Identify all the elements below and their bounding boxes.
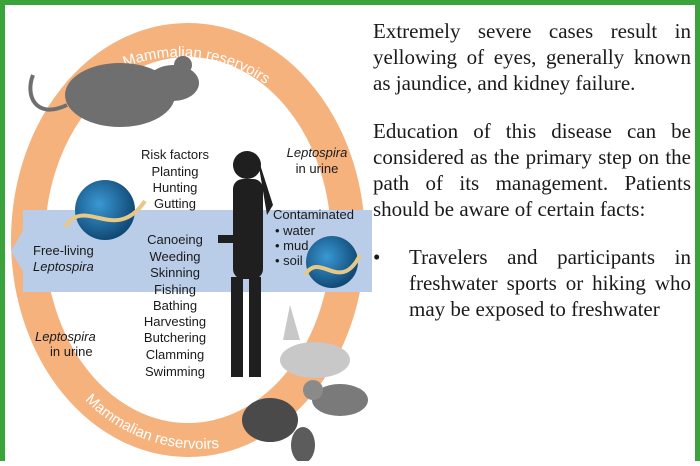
risk-factor-item: Harvesting [144,314,206,329]
paragraph-jaundice: Extremely severe cases result in yellowi… [373,19,691,95]
contaminated-list: Contaminated • water • mud • soil [273,207,354,268]
risk-factor-item: Clamming [146,347,205,362]
risk-factor-item: Canoeing [147,232,203,247]
free-living-2: Leptospira [33,259,94,274]
free-living-1: Free-living [33,243,94,258]
risk-factor-item: Bathing [153,298,197,313]
contaminated-heading: Contaminated [273,207,354,222]
risk-factors-heading: Risk factors [141,147,209,162]
lepto-urine-top-2: in urine [296,161,339,176]
risk-factor-item: Gutting [154,196,196,211]
lepto-urine-left-1: Leptospira [35,329,96,344]
contaminated-item: • mud [275,238,308,253]
bacteria-sphere-right [303,236,362,288]
facts-list: • Travelers and participants in freshwat… [373,244,691,322]
risk-factor-item: Fishing [154,282,196,297]
bacteria-sphere-left [63,180,147,240]
body-text-column: Extremely severe cases result in yellowi… [373,18,691,322]
lepto-urine-left-2: in urine [50,344,93,359]
leptospirosis-cycle-figure: Mammalian reservoirs Mammalian reservoir… [5,5,372,463]
raccoon-silhouette [303,380,368,416]
rat-silhouette [28,56,199,127]
risk-factors-list: Risk factors Planting Hunting Gutting Ca… [141,147,209,379]
bullet-icon: • [373,245,381,269]
risk-factor-item: Swimming [145,364,205,379]
dog-silhouette [280,305,350,378]
list-item: • Travelers and participants in freshwat… [373,244,691,322]
lepto-urine-top-1: Leptospira [287,145,348,160]
bullet-text: Travelers and participants in freshwater… [409,245,691,321]
risk-factor-item: Planting [152,164,199,179]
figure-svg: Mammalian reservoirs Mammalian reservoir… [11,23,372,463]
contaminated-item: • water [275,223,316,238]
risk-factor-item: Skinning [150,265,200,280]
risk-factor-item: Weeding [149,249,200,264]
paragraph-education: Education of this disease can be conside… [373,119,691,221]
person-silhouette [218,151,273,377]
risk-factor-item: Butchering [144,330,206,345]
arrow-left [11,210,35,292]
contaminated-item: • soil [275,253,303,268]
beaver-silhouette [242,398,315,463]
risk-factor-item: Hunting [153,180,198,195]
